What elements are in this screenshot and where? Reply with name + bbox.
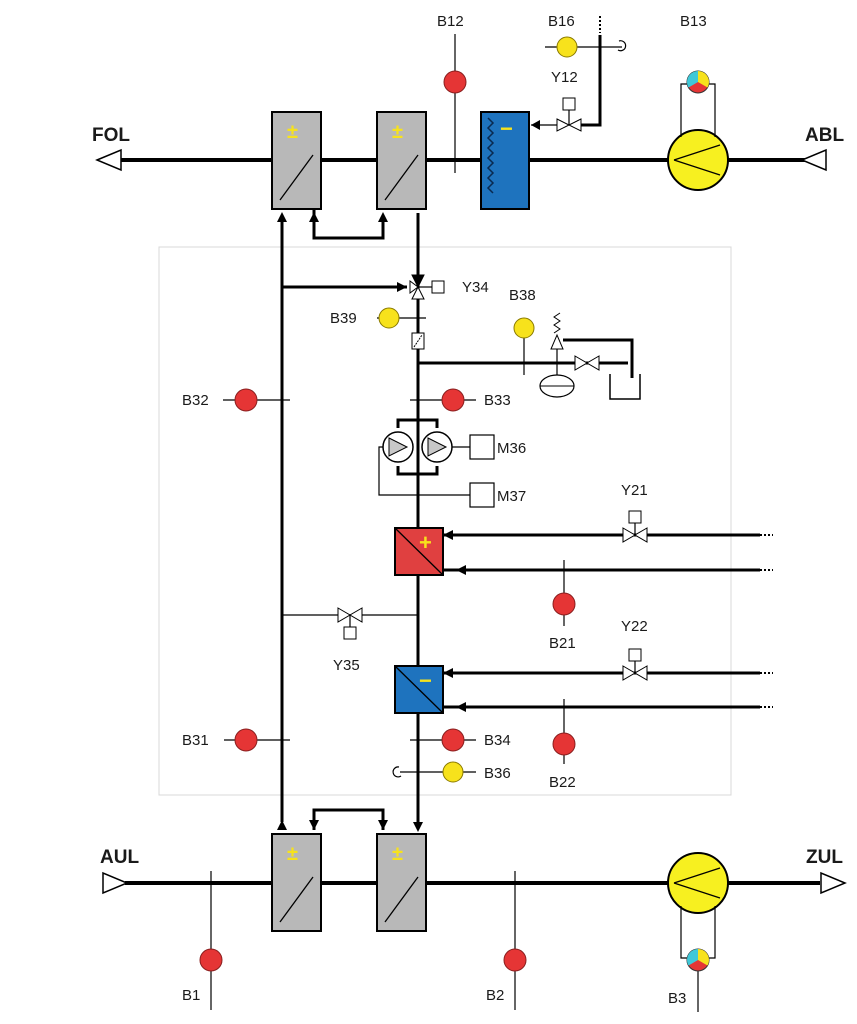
y12-arrow-icon [531, 120, 540, 130]
b16-label: B16 [548, 13, 575, 30]
b2-label: B2 [486, 987, 504, 1004]
m36-label: M36 [497, 440, 526, 457]
aul-arrow-icon [102, 871, 129, 895]
b1-sensor-icon[interactable] [199, 948, 223, 972]
b32-label: B32 [182, 392, 209, 409]
b31-sensor-icon[interactable] [234, 728, 258, 752]
bottom-crossover-pipe [312, 808, 385, 830]
b1-label: B1 [182, 987, 200, 1004]
exhaust-fan-icon[interactable] [667, 129, 729, 191]
fol-arrow-icon [95, 148, 122, 172]
aul-label: AUL [100, 847, 139, 868]
plus-minus-icon: ± [392, 121, 403, 143]
recovery-exchanger-bottom-2[interactable]: ± [376, 833, 427, 932]
b12-sensor-icon[interactable] [443, 70, 467, 94]
abl-arrow-icon [800, 148, 827, 172]
b39-label: B39 [330, 310, 357, 327]
safety-valve-icon[interactable] [550, 333, 564, 350]
b31-label: B31 [182, 732, 209, 749]
b16-sensor-icon[interactable] [556, 36, 578, 58]
y34-actuator-icon [431, 280, 445, 294]
top-crossover-pipe [312, 210, 385, 240]
flow-sensor-icon [392, 766, 402, 778]
b33-label: B33 [484, 392, 511, 409]
zul-arrow-icon [820, 871, 847, 895]
y21-valve-icon[interactable] [622, 527, 636, 543]
m36-motor-icon [469, 434, 495, 460]
plus-icon: + [419, 530, 432, 555]
cooling-coil[interactable]: − [394, 665, 444, 714]
b38-label: B38 [509, 287, 536, 304]
y35-actuator-icon [343, 626, 357, 640]
supply-fan-icon[interactable] [667, 852, 729, 914]
recovery-exchanger-top-1[interactable]: ± [271, 111, 322, 210]
fol-label: FOL [92, 125, 130, 146]
b12-label: B12 [437, 13, 464, 30]
exhaust-cooler[interactable]: − [480, 111, 530, 210]
y35-valve-icon[interactable] [337, 607, 351, 623]
m37-label: M37 [497, 488, 526, 505]
b3-label: B3 [668, 990, 686, 1007]
drain-tank-icon [609, 374, 641, 400]
y34-valve-icon[interactable] [409, 274, 425, 300]
minus-icon: − [419, 668, 432, 693]
b22-label: B22 [549, 774, 576, 791]
safety-drain-pipe [563, 338, 634, 378]
y12-label: Y12 [551, 69, 578, 86]
b2-sensor-icon[interactable] [503, 948, 527, 972]
plus-minus-icon: ± [287, 121, 298, 143]
y34-label: Y34 [462, 279, 489, 296]
b39-sensor-icon[interactable] [378, 307, 400, 329]
b3-sensor-icon[interactable] [686, 948, 710, 972]
y22-label: Y22 [621, 618, 648, 635]
b21-label: B21 [549, 635, 576, 652]
b13-label: B13 [680, 13, 707, 30]
zul-label: ZUL [806, 847, 843, 868]
y12-supply-pipe [581, 35, 602, 127]
b34-sensor-icon[interactable] [441, 728, 465, 752]
b36-sensor-icon[interactable] [442, 761, 464, 783]
hydraulic-module-frame [158, 246, 732, 796]
heating-coil[interactable]: + [394, 527, 444, 576]
flow-sensor-icon [617, 40, 627, 52]
b22-sensor-icon[interactable] [552, 732, 576, 756]
b32-sensor-icon[interactable] [234, 388, 258, 412]
minus-icon: − [500, 116, 513, 141]
recovery-exchanger-top-2[interactable]: ± [376, 111, 427, 210]
y22-actuator-icon [628, 648, 642, 662]
y35-label: Y35 [333, 657, 360, 674]
pump-m37-icon[interactable] [382, 431, 414, 463]
b38-sensor-icon[interactable] [513, 317, 535, 339]
b36-label: B36 [484, 765, 511, 782]
abl-label: ABL [805, 125, 844, 146]
b34-label: B34 [484, 732, 511, 749]
m37-motor-icon [469, 482, 495, 508]
plus-minus-icon: ± [392, 843, 403, 865]
shutoff-valve-icon[interactable] [574, 355, 588, 371]
y22-valve-icon[interactable] [622, 665, 636, 681]
y21-actuator-icon [628, 510, 642, 524]
b13-sensor-icon[interactable] [686, 70, 710, 94]
b21-sensor-icon[interactable] [552, 592, 576, 616]
y21-label: Y21 [621, 482, 648, 499]
y12-actuator-icon [562, 97, 576, 111]
pump-m36-icon[interactable] [421, 431, 453, 463]
b33-sensor-icon[interactable] [441, 388, 465, 412]
recovery-exchanger-bottom-1[interactable]: ± [271, 833, 322, 932]
y12-valve-icon[interactable] [556, 118, 571, 132]
plus-minus-icon: ± [287, 843, 298, 865]
